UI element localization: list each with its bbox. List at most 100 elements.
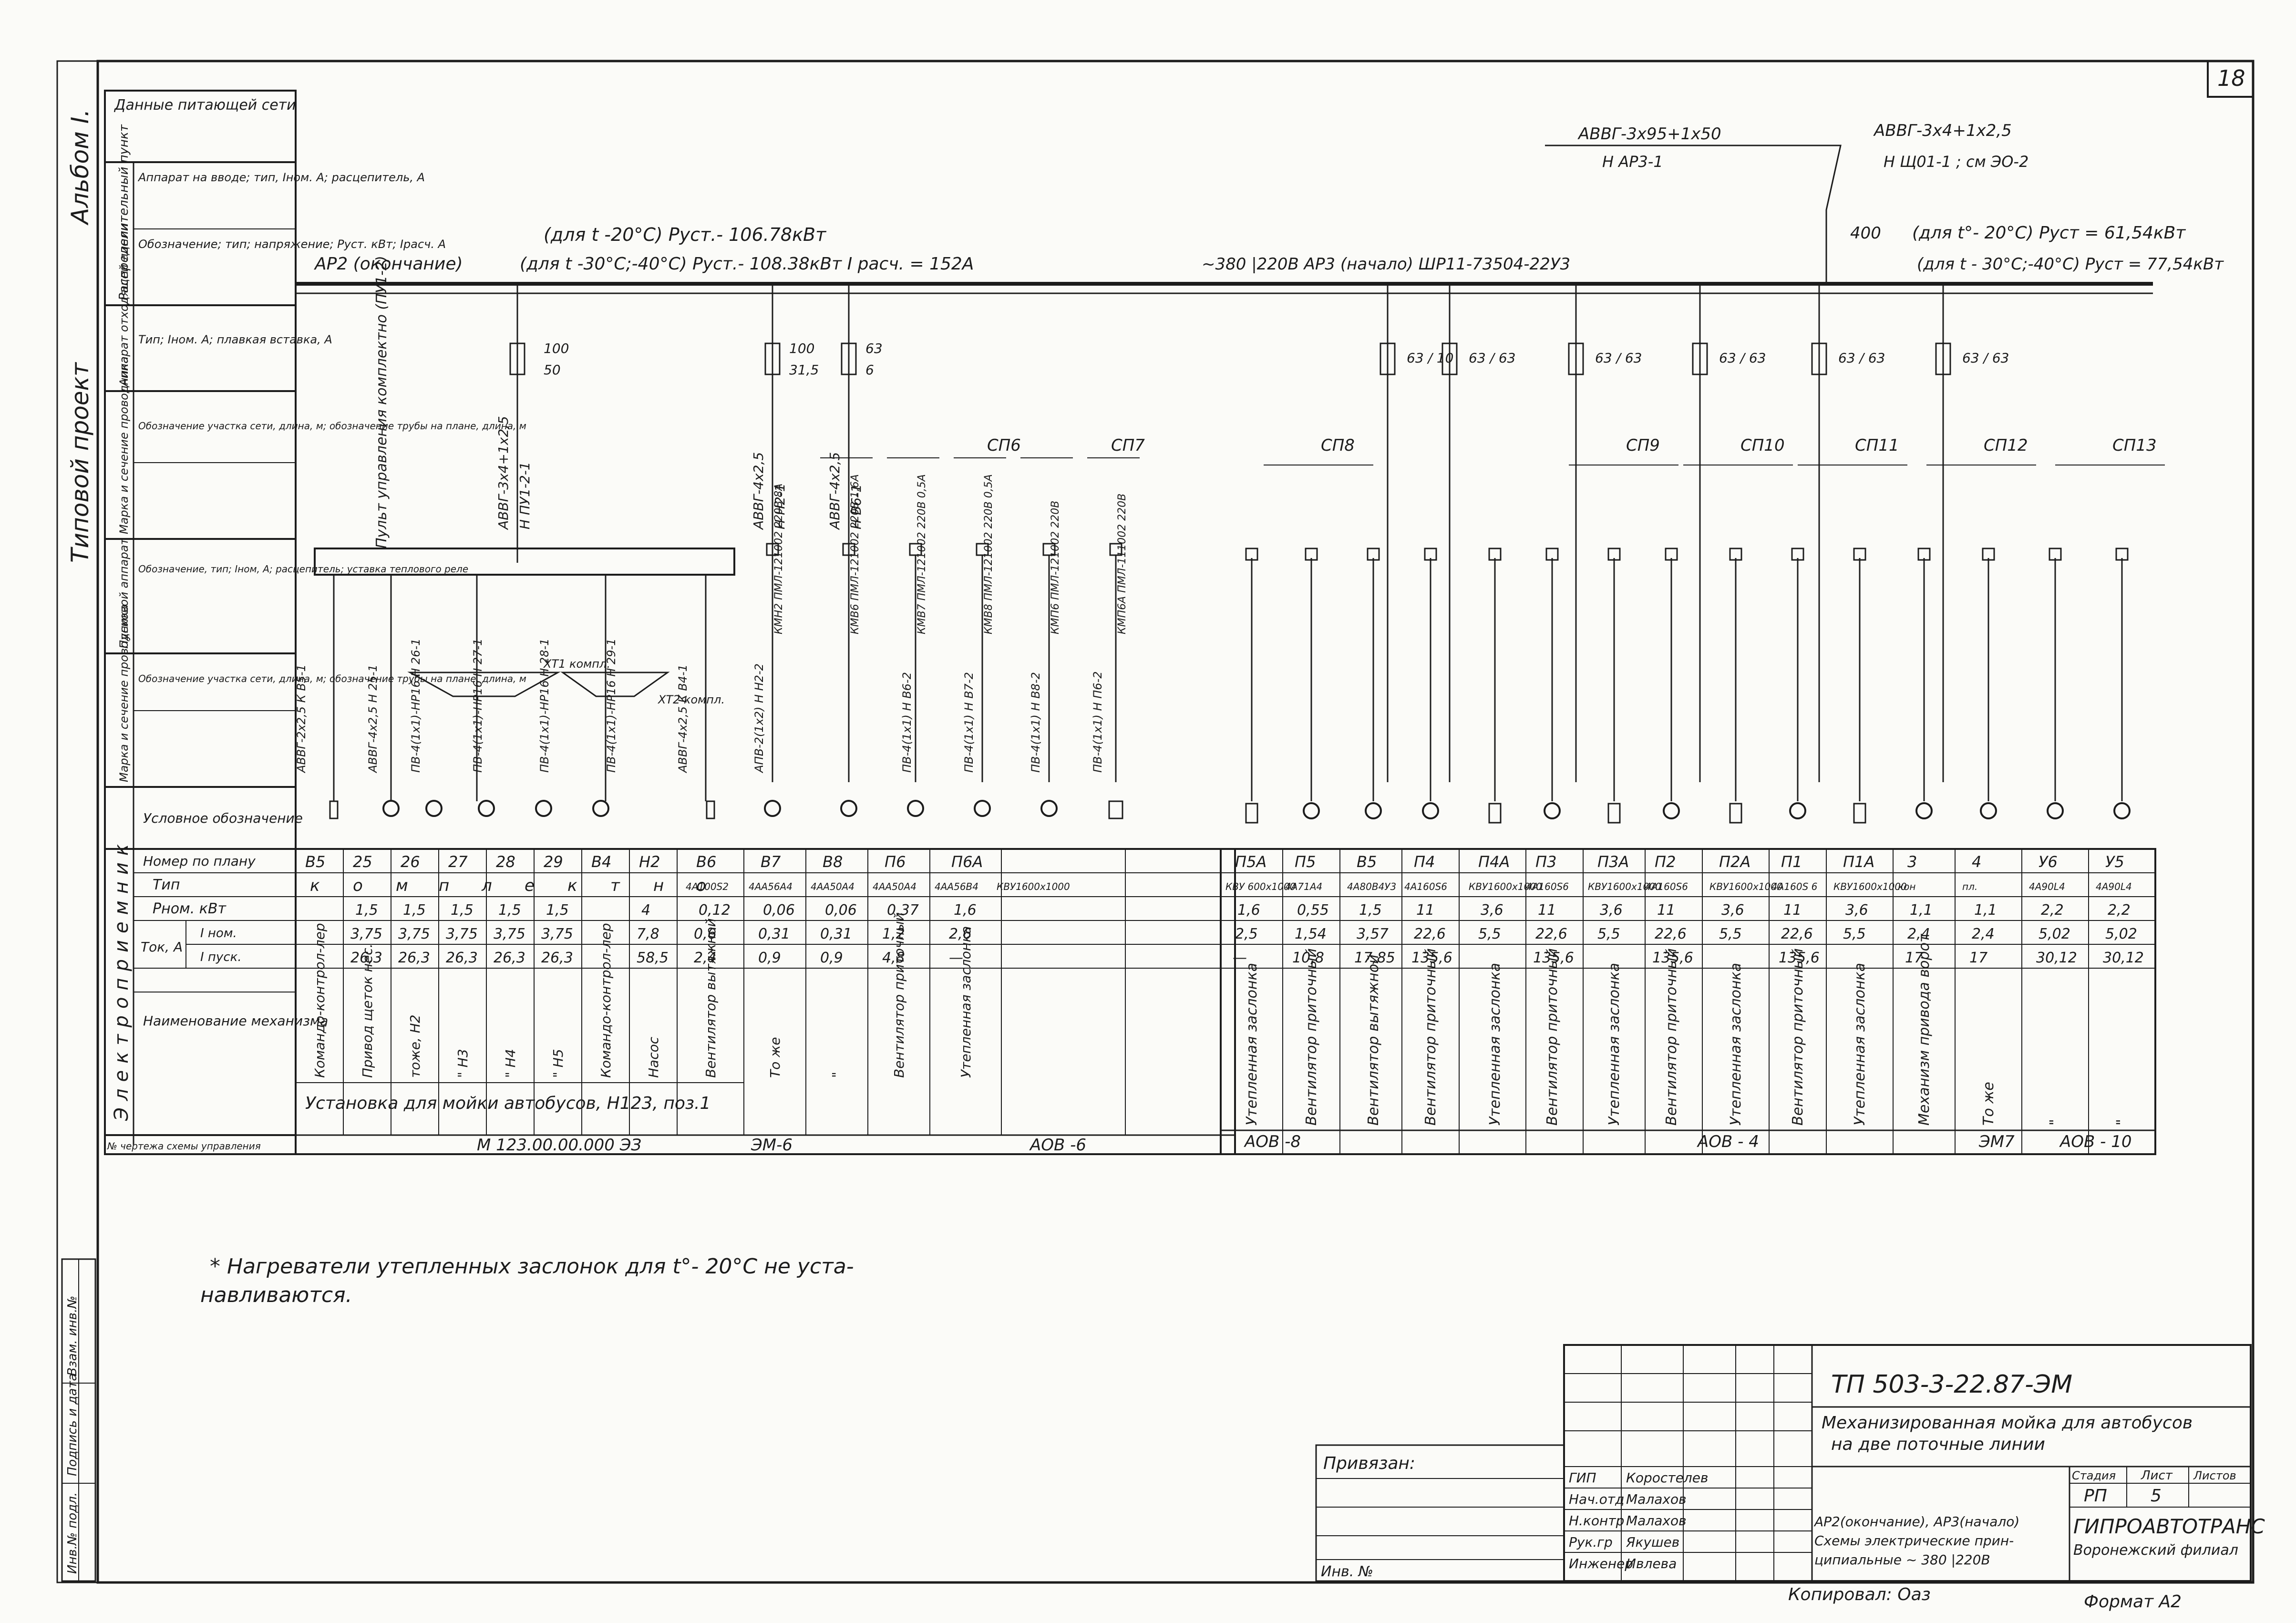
left-istart: 26,3 xyxy=(398,950,430,966)
left-cable-top1b: Н ПУ1-2-1 xyxy=(517,462,533,529)
right-fuse-rating: 63 / 63 xyxy=(1469,350,1516,366)
right-inom: 2,5 xyxy=(1235,926,1258,942)
right-symbols xyxy=(1245,802,2131,824)
right-istart: 30,12 xyxy=(2036,950,2077,966)
left-table-cells: В5Командо-контрол-лер251,53,7526,3Привод… xyxy=(305,853,1070,1078)
left-plan-no: 27 xyxy=(448,853,468,871)
left-istart: — xyxy=(949,950,963,966)
stamp-code: ТП 503-3-22.87-ЭМ xyxy=(1831,1370,2072,1399)
stamp-name: Малахов xyxy=(1626,1513,1687,1529)
right-plan-no: П4А xyxy=(1478,853,1510,871)
title-block: Привязан: Инв. № ТП 503-3-22.87-ЭМ Механ… xyxy=(1315,1344,2265,1612)
left-fuse3b: 6 xyxy=(865,362,874,378)
right-type: 4А71А4 xyxy=(1285,881,1322,892)
left-inom: 0,31 xyxy=(820,926,852,942)
stamp-stage-h: Стадия xyxy=(2072,1469,2116,1482)
motor-symbol xyxy=(1789,802,1806,819)
right-starter-box xyxy=(1488,548,1502,561)
starter-label: КМВ6 ПМЛ-121002 220В 1,6А xyxy=(849,474,861,634)
console-panel xyxy=(314,548,735,576)
footnote-line2: навливаются. xyxy=(200,1283,352,1307)
right-scheme4: АОВ - 10 xyxy=(2059,1132,2132,1151)
left-type-letter: т xyxy=(610,876,620,895)
left-mech-name: " xyxy=(829,1072,845,1078)
right-supply1: АВВГ-3х95+1х50 xyxy=(1577,124,1721,144)
sheet-number-box xyxy=(2207,60,2254,98)
right-mech-name: Утепленная заслонка xyxy=(1606,963,1623,1126)
footnote-line1: * Нагреватели утепленных заслонок для t°… xyxy=(210,1254,854,1279)
right-type: КВУ1600х1000 xyxy=(1469,881,1542,892)
right-pnom: 3,6 xyxy=(1845,902,1868,919)
right-fuse xyxy=(1441,342,1458,375)
hdr-supply: Данные питающей сети xyxy=(113,97,296,114)
damper-symbol xyxy=(1108,800,1123,819)
hdr-istart: I пуск. xyxy=(200,950,242,964)
left-pnom: 0,12 xyxy=(699,902,731,919)
right-type: 4А160S 6 xyxy=(1771,881,1817,892)
right-type: 4А160S6 xyxy=(1645,881,1688,892)
right-mech-name: Утепленная заслонка xyxy=(1852,963,1868,1126)
stamp-stage: РП xyxy=(2084,1486,2107,1506)
right-inom: 3,57 xyxy=(1357,926,1389,942)
right-istart: 135,6 xyxy=(1779,950,1820,966)
right-starter-box xyxy=(1305,548,1318,561)
stamp-role: Н.контр xyxy=(1569,1513,1624,1529)
left-istart: 2,4 xyxy=(694,950,717,966)
right-power-line2: (для t - 30°C;-40°C) Руст = 77,54кВт xyxy=(1917,255,2224,274)
right-mech-name: Утепленная заслонка xyxy=(1728,963,1744,1126)
left-fuse2: 100 xyxy=(789,341,814,356)
right-fuse-rating: 63 / 63 xyxy=(1719,350,1766,366)
right-istart: 10,8 xyxy=(1292,950,1324,966)
left-branch-cable: ПВ-4(1х1) Н П6-2 xyxy=(1091,672,1104,773)
right-type: пл. xyxy=(1962,881,1977,892)
left-power-line2: (для t -30°C;-40°C) Руст.- 108.38кВт I р… xyxy=(520,254,974,274)
motor-symbol xyxy=(382,800,400,817)
right-type: кон xyxy=(1898,881,1915,892)
left-pnom: 1,5 xyxy=(403,902,426,919)
right-inom: 5,5 xyxy=(1478,926,1501,942)
right-fuse xyxy=(1692,342,1708,375)
hdr-cable2: Марка и сечение проводника xyxy=(117,604,131,782)
left-sp6: СП6 xyxy=(987,436,1021,455)
left-board-label: АР2 (окончание) xyxy=(314,254,463,274)
left-mech-name: " Н5 xyxy=(550,1049,566,1078)
right-istart: 17 xyxy=(1905,950,1923,966)
motor-symbol xyxy=(1422,802,1439,819)
damper-symbol xyxy=(1488,803,1502,824)
right-mech-name: Вентилятор вытяжной xyxy=(1365,954,1382,1126)
left-inom: 3,75 xyxy=(350,926,382,942)
stamp-title2: на две поточные линии xyxy=(1831,1435,2045,1454)
right-plan-no: П2 xyxy=(1655,853,1676,871)
left-branch-lines xyxy=(333,575,707,801)
left-type-letter: м xyxy=(396,876,408,895)
left-pnom: 4 xyxy=(641,902,650,919)
right-board-label: ~380 |220В АР3 (начало) ШР11-73504-22У3 xyxy=(1202,255,1570,274)
starter-label: КМВ7 ПМЛ-121002 220В 0,5А xyxy=(916,474,928,634)
motor-symbol xyxy=(764,800,781,817)
right-pnom: 3,6 xyxy=(1481,902,1503,919)
left-branch-cable: ПВ-4(1х1) Н В7-2 xyxy=(962,672,976,773)
right-starter-box xyxy=(1545,548,1559,561)
motor-symbol xyxy=(1663,802,1680,819)
right-group-label: СП8 xyxy=(1321,436,1355,455)
left-mech-name: " Н3 xyxy=(455,1049,471,1078)
right-type: 4А90L4 xyxy=(2029,881,2065,892)
right-type: 4А160S6 xyxy=(1526,881,1569,892)
right-pnom: 1,1 xyxy=(1910,902,1933,919)
stamp-name: Малахов xyxy=(1626,1491,1687,1507)
stamp-sheets-h: Листов xyxy=(2193,1469,2236,1482)
right-inom: 2,4 xyxy=(1972,926,1995,942)
right-pnom: 11 xyxy=(1538,902,1556,919)
right-type: 4А160S6 xyxy=(1404,881,1447,892)
left-pnom: 0,06 xyxy=(825,902,857,919)
motor-symbol xyxy=(535,800,552,817)
right-supply1b: Н АР3-1 xyxy=(1602,153,1663,171)
right-starter-box xyxy=(1791,548,1804,561)
motor-symbol xyxy=(1915,802,1933,819)
right-istart: 30,12 xyxy=(2103,950,2144,966)
right-pnom: 1,5 xyxy=(1359,902,1382,919)
right-mech-name: " xyxy=(2114,1119,2131,1126)
album-label: Альбом I. xyxy=(66,109,94,226)
damper-symbol xyxy=(1729,803,1742,824)
